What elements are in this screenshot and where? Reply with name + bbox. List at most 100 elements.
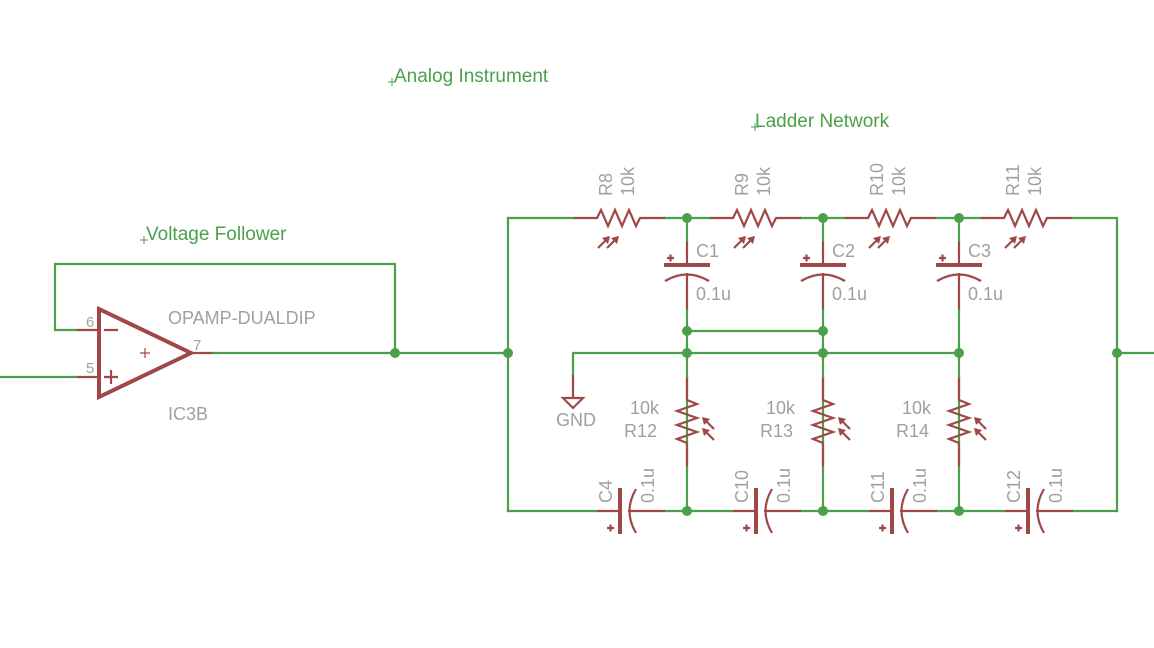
light-arrowhead-icon bbox=[611, 236, 619, 244]
junction bbox=[682, 326, 692, 336]
text-origin-marker bbox=[140, 236, 148, 244]
capacitor-name-label: C11 bbox=[868, 471, 888, 503]
polarity-plus-icon bbox=[939, 254, 946, 262]
resistor-name-label: R11 bbox=[1003, 164, 1023, 196]
light-arrowhead-icon bbox=[702, 428, 710, 436]
right-rail-wire[interactable] bbox=[1070, 216, 1119, 513]
pin-6-number: 6 bbox=[86, 314, 94, 331]
capacitor-c3[interactable]: C3 0.1u bbox=[936, 241, 1003, 309]
opamp-triangle-icon bbox=[97, 305, 196, 401]
capacitor-value-label: 0.1u bbox=[1046, 468, 1066, 503]
capacitor-value-label: 0.1u bbox=[910, 468, 930, 503]
resistor-zigzag-icon bbox=[710, 207, 801, 229]
opamp-value-label: OPAMP-DUALDIP bbox=[168, 308, 316, 328]
light-arrowhead-icon bbox=[747, 236, 755, 244]
resistor-name-label: R13 bbox=[760, 421, 793, 441]
capacitor-value-label: 0.1u bbox=[774, 468, 794, 503]
capacitor-value-label: 0.1u bbox=[968, 284, 1003, 304]
capacitor-value-label: 0.1u bbox=[638, 468, 658, 503]
ground-label: GND bbox=[556, 410, 596, 430]
junction bbox=[682, 213, 692, 223]
opamp-plus-icon bbox=[104, 370, 118, 384]
junction bbox=[1112, 348, 1122, 358]
resistor-zigzag-icon bbox=[845, 207, 936, 229]
capacitor-value-label: 0.1u bbox=[832, 284, 867, 304]
resistor-zigzag-icon bbox=[574, 207, 665, 229]
light-arrowhead-icon bbox=[602, 236, 610, 244]
junction bbox=[818, 213, 828, 223]
resistor-value-label: 10k bbox=[889, 166, 909, 196]
light-arrowhead-icon bbox=[1018, 236, 1026, 244]
capacitor-c2[interactable]: C20.1u bbox=[800, 241, 867, 309]
pin-5-number: 5 bbox=[86, 360, 94, 377]
light-arrowhead-icon bbox=[882, 236, 890, 244]
capacitor-c10[interactable]: C10 0.1u bbox=[732, 468, 801, 534]
label-ladder-network: Ladder Network bbox=[751, 111, 890, 132]
light-arrowhead-icon bbox=[838, 428, 846, 436]
capacitor-name-label: C3 bbox=[968, 241, 991, 261]
ladder-network-label: Ladder Network bbox=[755, 111, 890, 132]
ladder-wires bbox=[506, 216, 1154, 513]
resistor-zigzag-icon bbox=[981, 207, 1072, 229]
text-origin-marker bbox=[751, 123, 759, 131]
capacitor-c11[interactable]: C11 0.1u bbox=[868, 468, 937, 534]
junctions bbox=[682, 213, 1122, 516]
capacitor-name-label: C10 bbox=[732, 470, 752, 503]
label-voltage-follower: Voltage Follower bbox=[140, 224, 287, 245]
light-arrowhead-icon bbox=[838, 417, 846, 425]
light-arrowhead-icon bbox=[1009, 236, 1017, 244]
polarity-plus-icon bbox=[743, 524, 750, 532]
analog-instrument-label: Analog Instrument bbox=[394, 66, 549, 87]
resistor-name-label: R9 bbox=[732, 173, 752, 196]
resistor-value-label: 10k bbox=[754, 166, 774, 196]
opamp-name-label: IC3B bbox=[168, 404, 208, 424]
resistor-value-label: 10k bbox=[766, 398, 796, 418]
junction bbox=[954, 213, 964, 223]
junction bbox=[954, 506, 964, 516]
light-arrowhead-icon bbox=[974, 428, 982, 436]
junction bbox=[390, 348, 400, 358]
resistor-value-label: 10k bbox=[618, 166, 638, 196]
resistor-zigzag-icon bbox=[809, 378, 837, 466]
capacitor-c4[interactable]: C4 0.1u bbox=[596, 468, 665, 534]
light-arrowhead-icon bbox=[738, 236, 746, 244]
label-analog-instrument: Analog Instrument bbox=[388, 66, 549, 87]
ground-bus-wire[interactable] bbox=[571, 351, 961, 377]
resistor-name-label: R12 bbox=[624, 421, 657, 441]
junction bbox=[682, 506, 692, 516]
feedback-wire[interactable] bbox=[53, 262, 397, 355]
pin-7-number: 7 bbox=[193, 337, 201, 354]
light-arrowhead-icon bbox=[702, 417, 710, 425]
junction bbox=[954, 348, 964, 358]
capacitor-c1[interactable]: C10.1u bbox=[664, 241, 731, 309]
polarity-plus-icon bbox=[667, 254, 674, 262]
resistor-zigzag-icon bbox=[945, 378, 973, 466]
resistor-zigzag-icon bbox=[673, 378, 701, 466]
junction bbox=[818, 348, 828, 358]
light-arrowhead-icon bbox=[873, 236, 881, 244]
voltage-follower-label: Voltage Follower bbox=[146, 224, 287, 245]
resistor-name-label: R14 bbox=[896, 421, 929, 441]
polarity-plus-icon bbox=[607, 524, 614, 532]
junction bbox=[818, 506, 828, 516]
ground-icon bbox=[560, 396, 586, 410]
resistor-value-label: 10k bbox=[630, 398, 660, 418]
light-arrowhead-icon bbox=[974, 417, 982, 425]
text-origin-marker bbox=[388, 78, 396, 86]
opamp-ic3b[interactable]: 6 5 7 OPAMP-DUALDIP IC3B bbox=[0, 262, 510, 424]
polarity-plus-icon bbox=[1015, 524, 1022, 532]
capacitor-name-label: C1 bbox=[696, 241, 719, 261]
capacitor-name-label: C4 bbox=[596, 480, 616, 503]
polarity-plus-icon bbox=[803, 254, 810, 262]
